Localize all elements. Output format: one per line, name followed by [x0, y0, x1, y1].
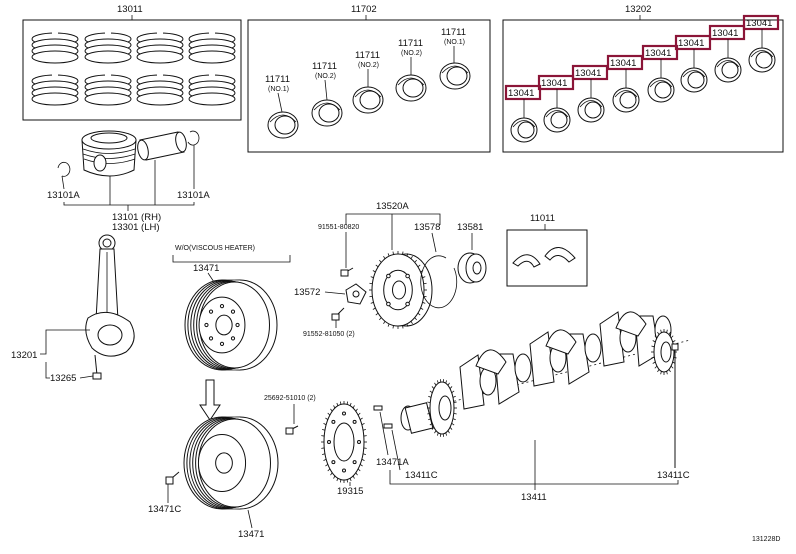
- piston-bowl: [91, 133, 127, 143]
- label-13301[interactable]: 13301 (LH): [112, 222, 160, 233]
- label-13101a-right[interactable]: 13101A: [177, 190, 210, 201]
- crankshaft-pin-right: [672, 344, 678, 350]
- label-13581[interactable]: 13581: [457, 222, 483, 233]
- label-13572[interactable]: 13572: [294, 287, 320, 298]
- thrust-washer-right: [545, 247, 575, 262]
- label-wo-viscous-heater: W/O(VISCOUS HEATER): [175, 245, 255, 252]
- label-11011[interactable]: 11011: [530, 213, 555, 224]
- label-11711-e[interactable]: 11711: [441, 27, 466, 38]
- label-11711-b[interactable]: 11711: [312, 61, 337, 72]
- damper-gear: [369, 251, 432, 329]
- label-25692-51010[interactable]: 25692-51010 (2): [264, 395, 316, 402]
- snap-ring-right: [188, 131, 199, 145]
- snap-ring-left: [58, 162, 70, 176]
- label-13201[interactable]: 13201: [11, 350, 37, 361]
- main-bearings: [268, 63, 470, 138]
- thrust-washer-group[interactable]: 11011: [507, 213, 587, 286]
- label-13041-1[interactable]: 13041: [508, 88, 534, 99]
- label-13011[interactable]: 13011: [117, 4, 143, 15]
- label-13041-4[interactable]: 13041: [610, 58, 636, 69]
- label-13471c[interactable]: 13471C: [148, 504, 181, 515]
- piston-ring-set-group[interactable]: 13011: [23, 4, 241, 120]
- main-bearing-set-group[interactable]: 11702 11711 (NO.1) 11711 (NO.2) 11711 (N…: [248, 4, 490, 152]
- timing-rotor: [321, 401, 367, 483]
- piston-rings: [32, 33, 235, 105]
- pulley-bolt: [166, 477, 173, 484]
- timing-rotor-group[interactable]: 25692-51010 (2) 19315: [264, 395, 367, 497]
- label-13041-6[interactable]: 13041: [678, 38, 704, 49]
- crank-pulley-lower-group[interactable]: 13471C 13471: [148, 417, 278, 540]
- label-91552-81050[interactable]: 91552-81050 (2): [303, 331, 355, 338]
- connecting-rod-group[interactable]: 13201 13265: [11, 235, 134, 384]
- label-13578[interactable]: 13578: [414, 222, 440, 233]
- label-13520a[interactable]: 13520A: [376, 201, 409, 212]
- crank-pulley-upper-group[interactable]: W/O(VISCOUS HEATER) 13471: [173, 245, 290, 370]
- crankshaft-group[interactable]: 13411C 13471A 13411C 13411: [374, 312, 690, 503]
- label-13101a-left[interactable]: 13101A: [47, 190, 80, 201]
- label-13471-top[interactable]: 13471: [193, 263, 219, 274]
- label-13041-3[interactable]: 13041: [575, 68, 601, 79]
- label-13471a[interactable]: 13471A: [376, 457, 409, 468]
- piston-group[interactable]: 13101A 13101A 13101 (RH) 13301 (LH): [47, 131, 210, 233]
- diagram-reference-code: 131228D: [752, 536, 780, 543]
- label-13041-2[interactable]: 13041: [541, 78, 567, 89]
- conrod-bearing-set-group[interactable]: 13202 13041 13041 13041 13041 13041 13041 1304…: [503, 4, 783, 152]
- label-13411c-right[interactable]: 13411C: [657, 470, 690, 481]
- label-13202[interactable]: 13202: [625, 4, 651, 15]
- piston-pin-boss: [94, 155, 106, 171]
- label-11711-e-no: (NO.1): [444, 39, 465, 46]
- label-13411c-left[interactable]: 13411C: [405, 470, 438, 481]
- crankshaft: [401, 312, 690, 437]
- label-11711-a-no: (NO.1): [268, 86, 289, 93]
- label-11711-c-no: (NO.2): [358, 62, 379, 69]
- label-13041-7[interactable]: 13041: [712, 28, 738, 39]
- label-13041-5[interactable]: 13041: [645, 48, 671, 59]
- label-13041-8[interactable]: 13041: [746, 18, 772, 29]
- rod-bolt: [93, 373, 101, 379]
- label-11711-b-no: (NO.2): [315, 73, 336, 80]
- label-11702[interactable]: 11702: [351, 4, 377, 15]
- label-11711-d-no: (NO.2): [401, 50, 422, 57]
- thrust-washer-left: [513, 255, 540, 267]
- crank-pulley-lower: [184, 417, 278, 509]
- label-11711-a[interactable]: 11711: [265, 74, 290, 85]
- crank-pulley-upper: [185, 280, 277, 370]
- label-19315[interactable]: 19315: [337, 486, 363, 497]
- label-13471-bottom[interactable]: 13471: [238, 529, 264, 540]
- damper-assembly-group[interactable]: 13520A 91551-80820 13578 13581 13572 915…: [294, 201, 486, 338]
- label-11711-c[interactable]: 11711: [355, 50, 380, 61]
- label-13265[interactable]: 13265: [50, 373, 76, 384]
- label-91551-80820[interactable]: 91551-80820: [318, 224, 359, 231]
- label-13411[interactable]: 13411: [521, 492, 547, 503]
- arrow-down-icon: [200, 380, 220, 420]
- label-11711-d[interactable]: 11711: [398, 38, 423, 49]
